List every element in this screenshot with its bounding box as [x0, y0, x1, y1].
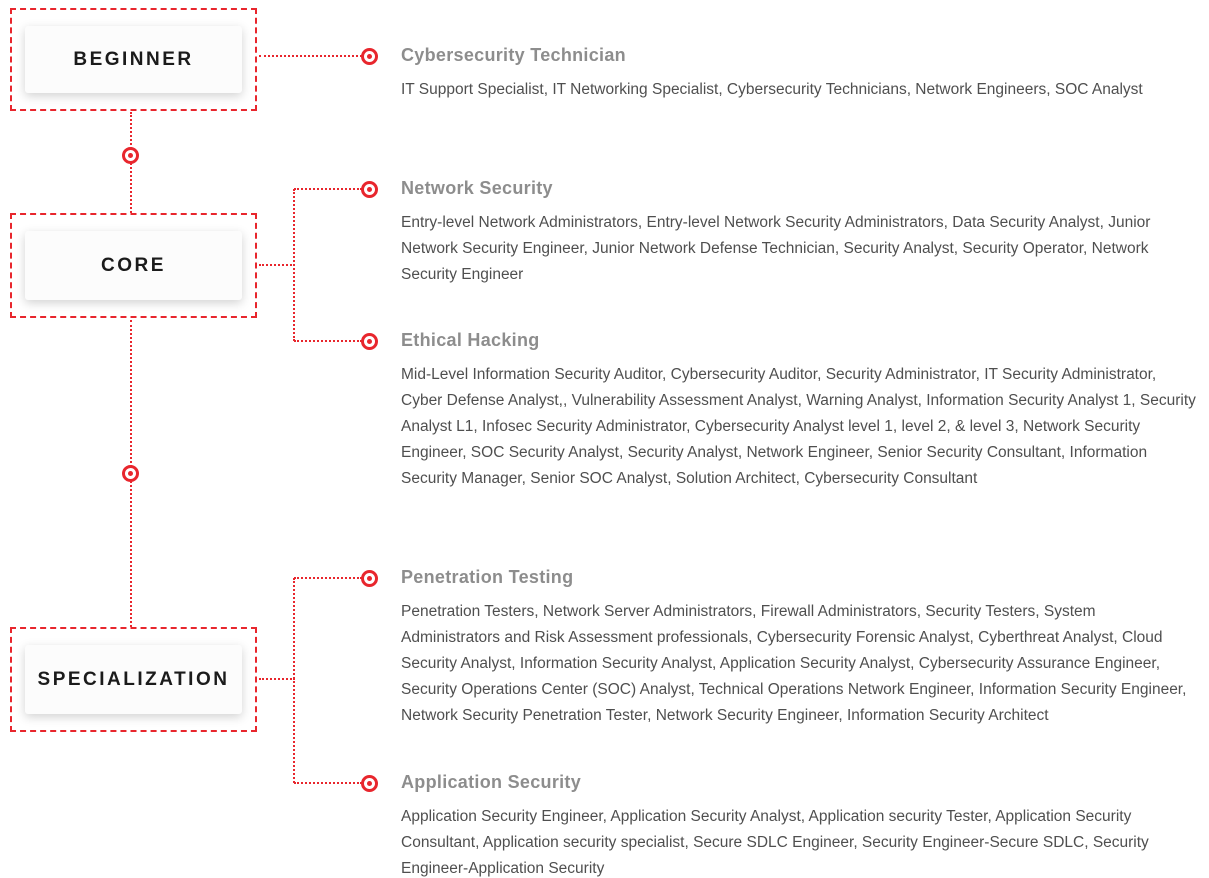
connector-core-ethical-hacking — [294, 340, 362, 342]
track-bullet-icon — [361, 181, 378, 198]
track-bullet-icon — [361, 48, 378, 65]
track-application-security: Application Security Application Securit… — [401, 772, 1196, 878]
spine-node-icon — [122, 465, 139, 482]
connector-specialization-penetration-testing — [294, 577, 362, 579]
track-bullet-icon — [361, 333, 378, 350]
track-roles: Application Security Engineer, Applicati… — [401, 808, 1149, 877]
spine-node-icon — [122, 147, 139, 164]
level-card-specialization: SPECIALIZATION — [25, 645, 242, 714]
track-cybersecurity-technician: Cybersecurity Technician IT Support Spec… — [401, 45, 1196, 103]
track-title: Network Security — [401, 178, 553, 198]
level-box-core: CORE — [10, 213, 257, 318]
connector-beginner-technician — [259, 55, 362, 57]
track-title: Penetration Testing — [401, 567, 574, 587]
level-card-core: CORE — [25, 231, 242, 300]
level-box-specialization: SPECIALIZATION — [10, 627, 257, 732]
track-penetration-testing: Penetration Testing Penetration Testers,… — [401, 567, 1196, 729]
track-bullet-icon — [361, 775, 378, 792]
level-box-beginner: BEGINNER — [10, 8, 257, 111]
connector-core-branch — [293, 189, 295, 341]
track-roles: Mid-Level Information Security Auditor, … — [401, 366, 1196, 487]
connector-specialization-application-security — [294, 782, 362, 784]
level-label-beginner: BEGINNER — [73, 48, 194, 70]
track-network-security: Network Security Entry-level Network Adm… — [401, 178, 1196, 288]
track-ethical-hacking: Ethical Hacking Mid-Level Information Se… — [401, 330, 1196, 492]
track-title: Application Security — [401, 772, 582, 792]
connector-core-network-security — [294, 188, 362, 190]
connector-core-stub — [259, 264, 295, 266]
level-card-beginner: BEGINNER — [25, 26, 242, 93]
level-label-specialization: SPECIALIZATION — [37, 668, 230, 690]
track-roles: IT Support Specialist, IT Networking Spe… — [401, 81, 1143, 98]
track-roles: Entry-level Network Administrators, Entr… — [401, 214, 1151, 283]
track-bullet-icon — [361, 570, 378, 587]
track-title: Cybersecurity Technician — [401, 45, 626, 65]
level-label-core: CORE — [101, 254, 166, 276]
track-roles: Penetration Testers, Network Server Admi… — [401, 603, 1187, 724]
connector-specialization-branch — [293, 578, 295, 783]
track-title: Ethical Hacking — [401, 330, 540, 350]
connector-specialization-stub — [259, 678, 295, 680]
